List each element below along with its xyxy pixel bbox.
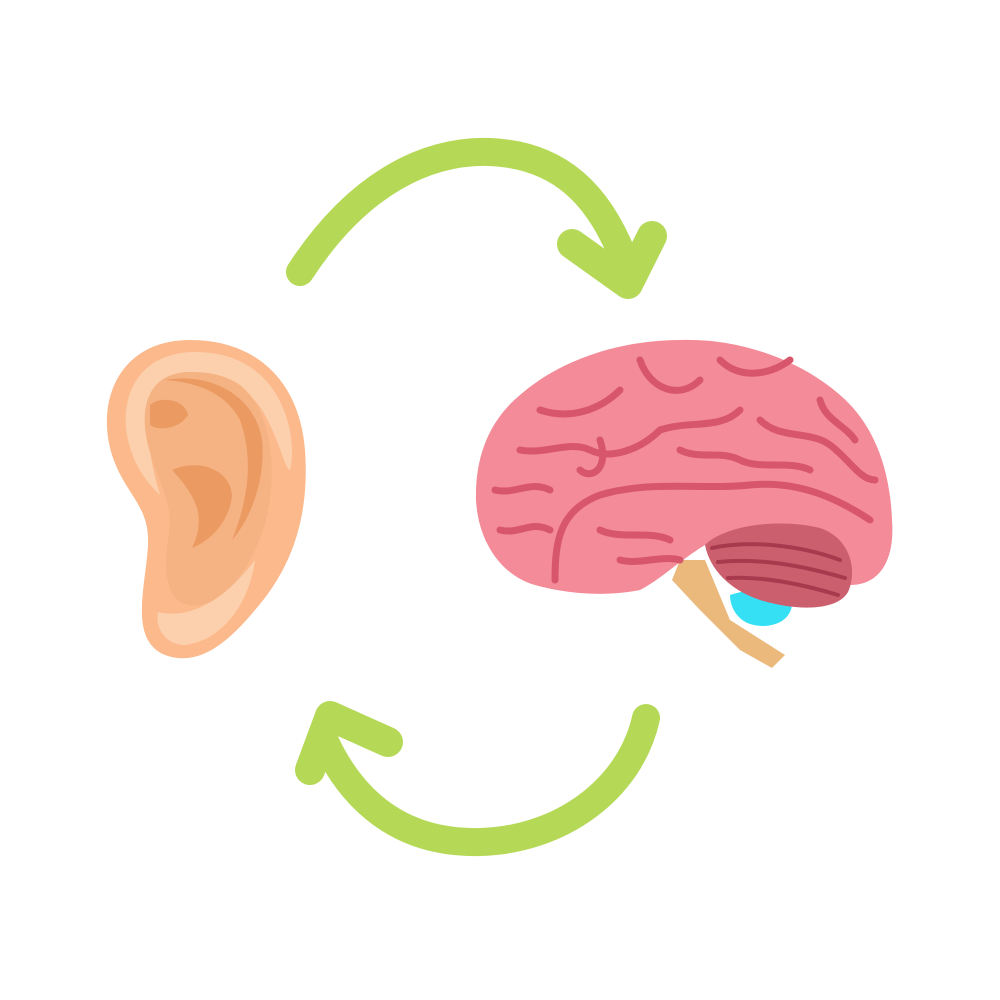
brain-icon bbox=[475, 339, 893, 668]
cycle-arrow-bottom-icon bbox=[295, 701, 660, 857]
cycle-arrow-top-icon bbox=[286, 137, 667, 299]
ear-icon bbox=[106, 340, 306, 659]
